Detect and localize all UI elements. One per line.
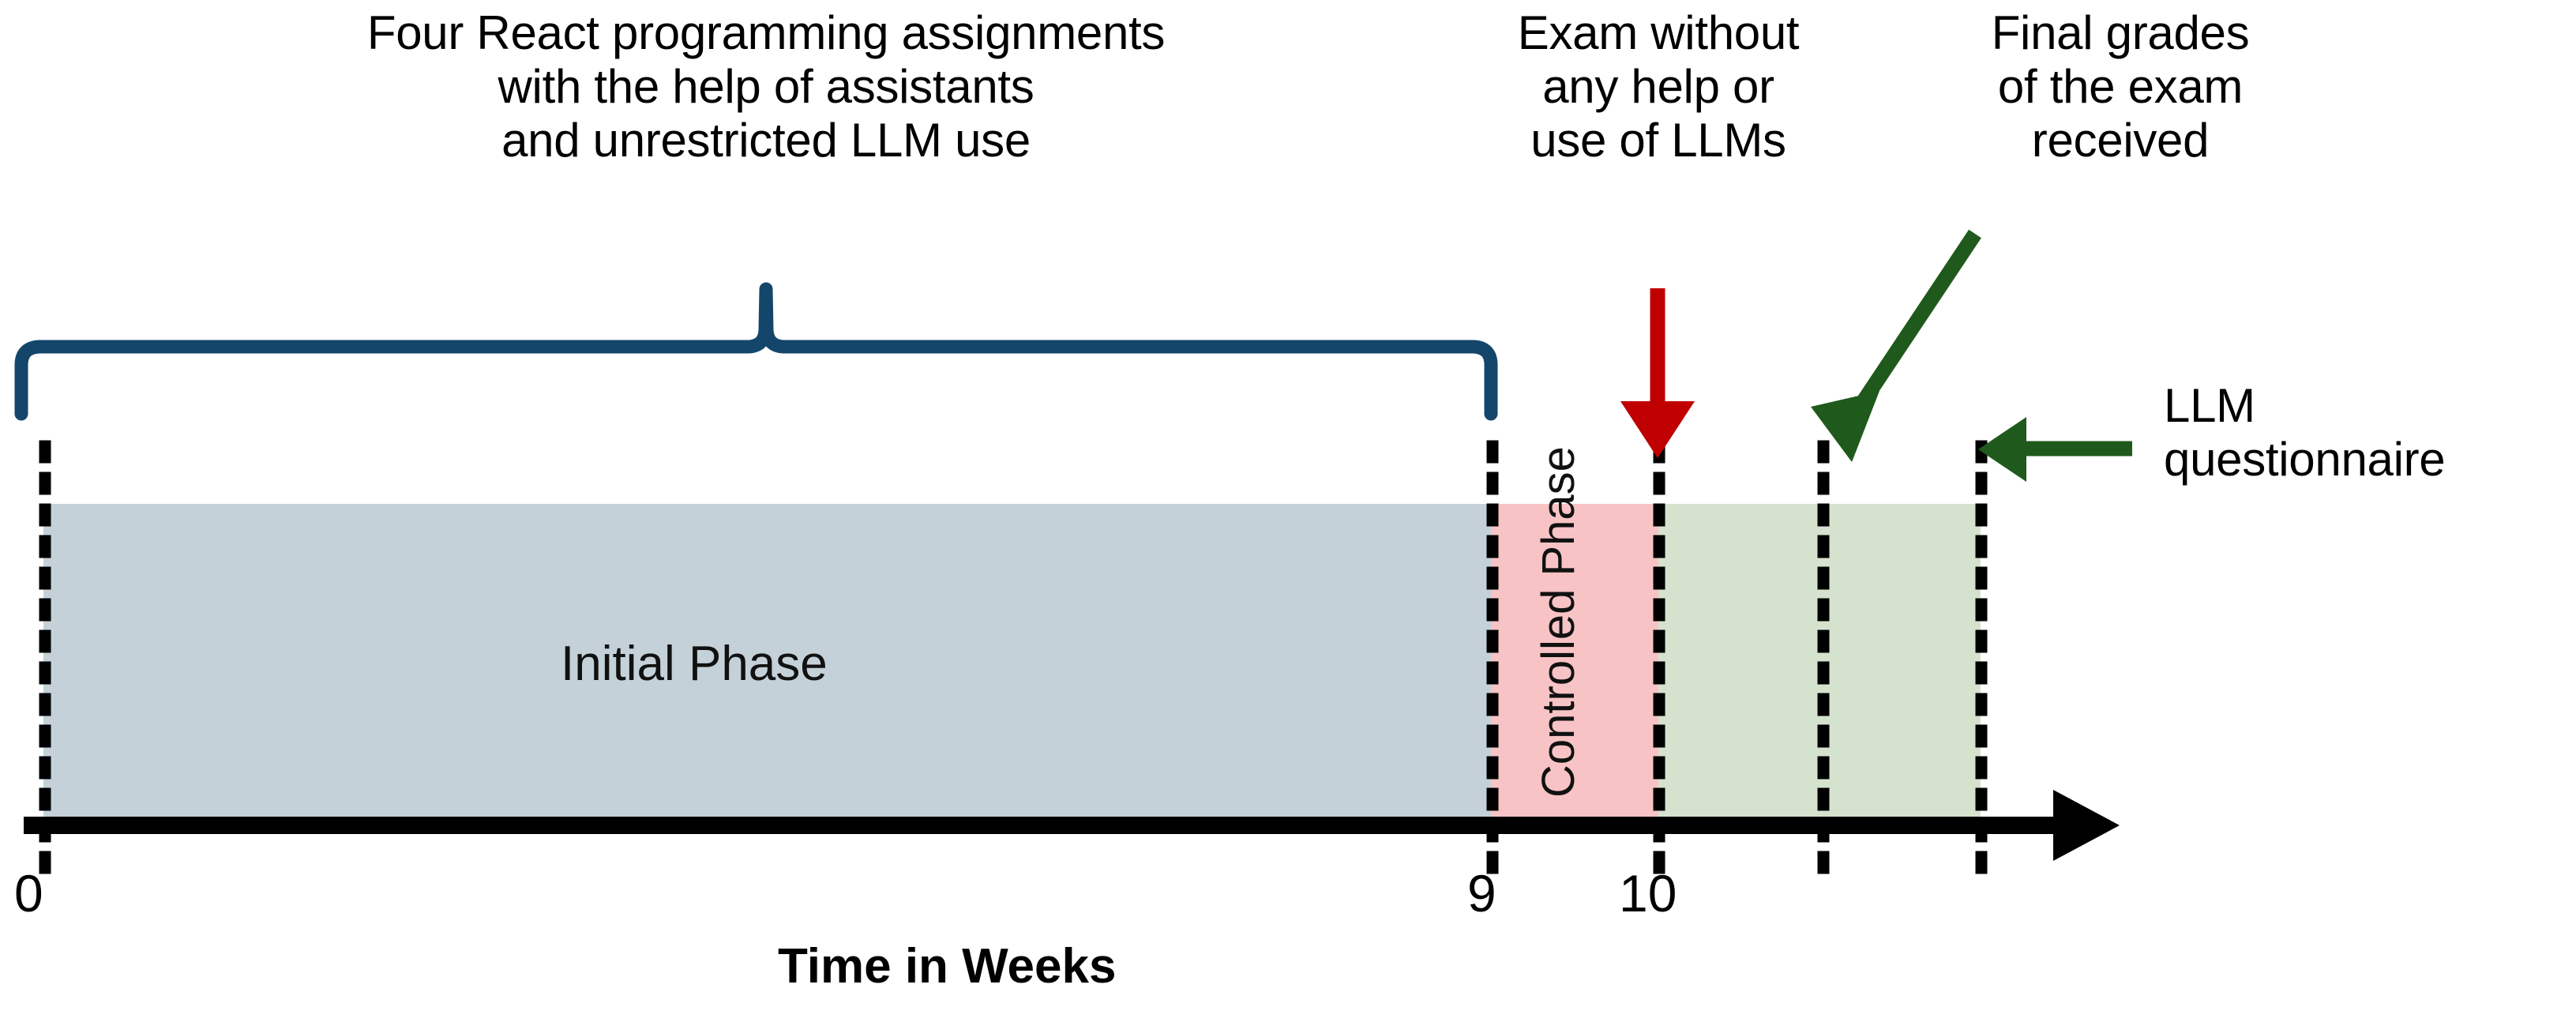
axis-title: Time in Weeks — [778, 939, 1117, 994]
annotation-llm-questionnaire: LLM questionnaire — [2164, 379, 2446, 486]
tick-label-10: 10 — [1619, 864, 1677, 922]
annotation-assignments: Four React programming assignments with … — [366, 6, 1166, 167]
final-grades-arrow — [1811, 229, 1981, 462]
phase-block-initial — [43, 504, 1491, 823]
tick-label-9: 9 — [1467, 864, 1496, 922]
annotation-final-grades: Final grades of the exam received — [1991, 6, 2250, 167]
phase-block-post-exam — [1658, 504, 1981, 823]
phase-label-controlled: Controlled Phase — [1533, 446, 1584, 798]
phase-block-controlled — [1491, 504, 1658, 823]
annotation-exam: Exam without any help or use of LLMs — [1517, 6, 1800, 167]
exam-arrow — [1620, 288, 1695, 458]
phase-label-initial: Initial Phase — [561, 637, 828, 691]
assignments-brace — [14, 282, 1498, 421]
llm-questionnaire-arrow — [1978, 417, 2132, 482]
tick-label-0: 0 — [14, 864, 43, 922]
